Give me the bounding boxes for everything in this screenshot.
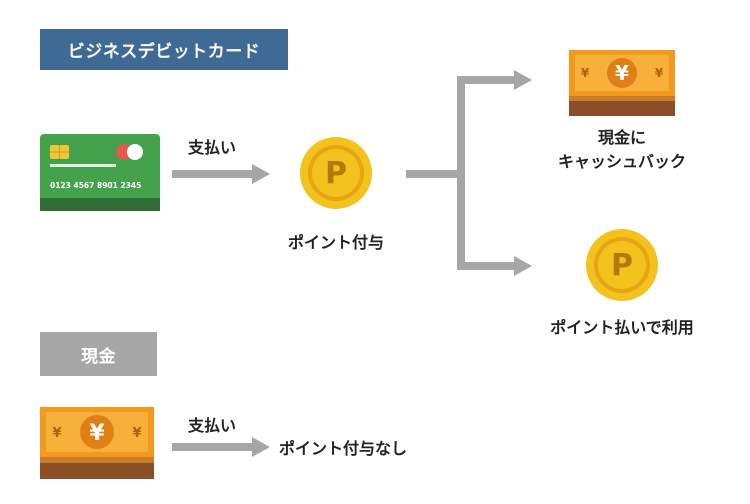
yen-banknote-icon: ¥ ¥ ¥ [569,50,675,116]
cashback-line-1: 現金に [597,128,646,147]
card-number: 0123 4567 8901 2345 [50,181,141,190]
svg-text:¥: ¥ [581,66,590,80]
svg-text:¥: ¥ [132,426,141,441]
debit-payment-label: 支払い [188,138,237,157]
svg-text:¥: ¥ [89,421,105,446]
point-coin-icon: P [299,136,373,210]
yen-banknote-icon-cash: ¥ ¥ ¥ [40,407,154,479]
svg-text:P: P [611,248,633,283]
business-debit-card-title: ビジネスデビットカード [67,42,261,62]
point-coin-icon-2: P [585,228,659,302]
cashback-label: 現金に キャッシュバック [532,126,712,174]
cash-tag: 現金 [40,332,157,376]
points-awarded-label: ポイント付与 [287,233,384,252]
debit-payment-arrow [172,164,272,184]
cash-payment-arrow [172,437,272,457]
credit-card-icon: 0123 4567 8901 2345 [40,134,160,211]
no-points-label: ポイント付与なし [279,439,408,458]
svg-text:P: P [325,156,347,191]
branch-arrows [406,70,536,280]
svg-text:¥: ¥ [655,66,664,80]
use-points-label: ポイント払いで利用 [550,318,694,337]
business-debit-card-tag: ビジネスデビットカード [40,29,288,70]
cashback-line-2: キャッシュバック [557,152,686,171]
svg-text:¥: ¥ [615,61,629,85]
svg-text:¥: ¥ [52,426,61,441]
cash-title: 現金 [81,346,116,367]
cash-payment-label: 支払い [188,416,237,435]
